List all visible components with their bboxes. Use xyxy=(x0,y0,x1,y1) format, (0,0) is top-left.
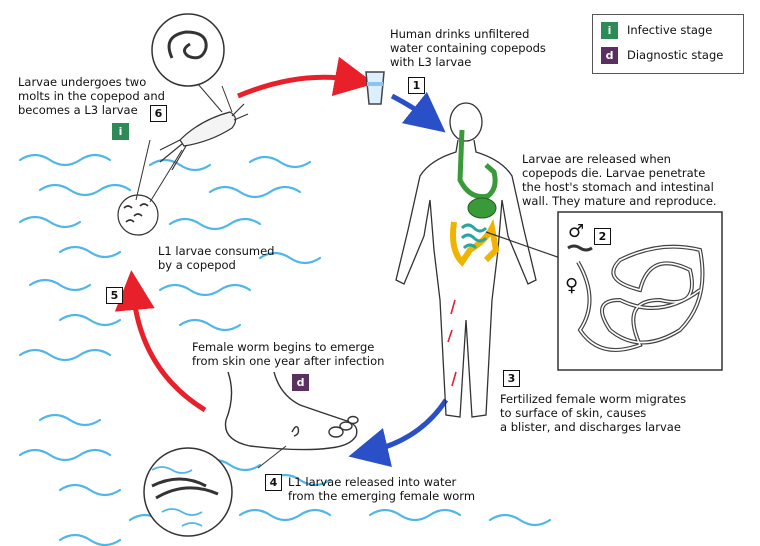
stomach-icon xyxy=(467,197,497,219)
step5-text: L1 larvae consumed by a copepod xyxy=(158,244,275,272)
legend: i Infective stage d Diagnostic stage xyxy=(592,14,744,74)
diagnostic-badge: d xyxy=(601,47,618,64)
step2-text: Larvae are released when copepods die. L… xyxy=(522,152,717,208)
l1-larvae-released-icon xyxy=(151,477,219,500)
arrow-1-to-2 xyxy=(390,91,446,133)
callout-line-worms xyxy=(485,231,567,261)
step6-number: 6 xyxy=(150,105,167,122)
male-worm-icon xyxy=(567,244,593,252)
step1-text: Human drinks unfiltered water containing… xyxy=(390,27,546,69)
step6-text: Larvae undergoes two molts in the copepo… xyxy=(18,75,165,117)
l1-larvae-icon xyxy=(123,203,149,223)
l1-released-circle xyxy=(143,447,233,537)
esophagus-stomach xyxy=(457,129,498,200)
legend-diagnostic-label: Diagnostic stage xyxy=(627,48,724,62)
arrow-emerge-to-5 xyxy=(114,270,207,413)
emerge-text: Female worm begins to emerge from skin o… xyxy=(192,340,385,368)
step4-text: L1 larvae released into water from the e… xyxy=(288,475,476,503)
step2-number: 2 xyxy=(594,228,611,245)
blister-worm xyxy=(291,425,300,437)
intestine-icon xyxy=(450,218,500,267)
arrow-3-to-4 xyxy=(348,398,449,467)
l3-larva-magnifier xyxy=(151,13,225,87)
copepod-icon xyxy=(159,103,249,171)
infective-stage-badge: i xyxy=(112,123,129,140)
step5-number: 5 xyxy=(106,287,123,304)
step3-text: Fertilized female worm migrates to surfa… xyxy=(500,392,687,434)
worm-in-leg xyxy=(447,299,457,387)
diagnostic-stage-badge: d xyxy=(292,374,309,391)
step4-number: 4 xyxy=(265,474,282,491)
small-intestine-icon xyxy=(460,223,488,250)
female-symbol: ♀ xyxy=(565,275,579,296)
l3-larva-icon xyxy=(167,30,208,60)
step3-number: 3 xyxy=(503,370,520,387)
infective-badge: i xyxy=(601,22,618,39)
human-body xyxy=(395,102,537,418)
male-symbol: ♂ xyxy=(568,221,585,242)
legend-infective-label: Infective stage xyxy=(627,23,713,37)
water-glass-icon xyxy=(365,71,385,105)
l1-in-water-circle xyxy=(117,194,159,236)
arrow-6-to-1 xyxy=(237,56,375,99)
step1-number: 1 xyxy=(408,77,425,94)
foot-icon xyxy=(224,371,359,451)
